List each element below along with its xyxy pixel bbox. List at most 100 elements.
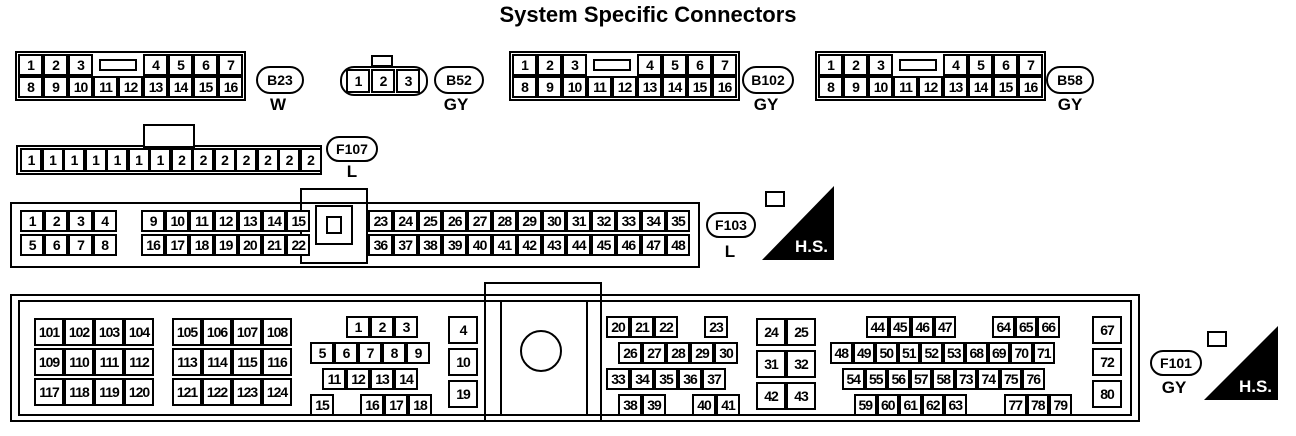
page-title: System Specific Connectors: [499, 2, 797, 27]
pin-cell: 23: [704, 316, 728, 338]
pin-cell: 17: [384, 394, 408, 416]
pin-cell: 21: [262, 234, 287, 256]
pin-cell: 6: [193, 54, 218, 76]
pin-cell: 114: [202, 348, 232, 376]
pin-cell: 77: [1004, 394, 1027, 416]
pin-cell: 70: [1010, 342, 1033, 364]
pin-cell: 4: [448, 316, 478, 344]
pin-cell: 42: [756, 382, 786, 410]
connector-id-label: B52: [434, 66, 484, 94]
pin-cell: 107: [232, 318, 262, 346]
pin-cell: 6: [687, 54, 712, 76]
pin-cell: 45: [591, 234, 616, 256]
pin-cell: 43: [541, 234, 567, 256]
wire-color-label: GY: [1161, 378, 1187, 397]
pin-cell: 10: [68, 76, 93, 98]
pin-cell: 26: [442, 210, 468, 232]
pin-cell: 6: [334, 342, 358, 364]
pin-cell: 48: [665, 234, 691, 256]
pin-cell: 12: [118, 76, 143, 98]
pin-cell: 12: [346, 368, 370, 390]
pin-cell: 110: [64, 348, 94, 376]
pin-cell: 71: [1032, 342, 1055, 364]
harness-side-icon: H.S.: [762, 186, 834, 260]
pin-cell: 16: [1018, 76, 1043, 98]
pin-cell: 2: [371, 69, 395, 93]
svg-text:H.S.: H.S.: [795, 237, 828, 256]
pin-cell: 15: [687, 76, 712, 98]
pin-cell: 48: [830, 342, 853, 364]
pin-cell: 1: [106, 148, 128, 172]
pin-cell: 2: [278, 148, 300, 172]
pin-cell: 4: [637, 54, 662, 76]
connector-center-post: [500, 300, 588, 416]
pin-cell: 1: [18, 54, 43, 76]
pin-cell: 72: [1092, 348, 1122, 376]
pin-cell: 61: [899, 394, 922, 416]
pin-cell: 43: [786, 382, 816, 410]
pin-cell: 123: [232, 378, 262, 406]
pin-cell: 20: [237, 234, 262, 256]
pin-cell: 102: [64, 318, 94, 346]
connector-key: [99, 59, 137, 71]
pin-cell: 22: [654, 316, 678, 338]
pin-cell: 1: [512, 54, 537, 76]
pin-cell: 30: [714, 342, 738, 364]
pin-cell: 1: [149, 148, 171, 172]
pin-cell: 1: [63, 148, 85, 172]
pin-cell: 6: [44, 234, 69, 256]
pin-cell: 2: [256, 148, 279, 172]
pin-cell: 75: [999, 368, 1022, 390]
pin-cell: 80: [1092, 380, 1122, 408]
pin-cell: 37: [702, 368, 726, 390]
pin-cell: 74: [977, 368, 1000, 390]
pin-cell: 19: [448, 380, 478, 408]
pin-cell: 18: [189, 234, 214, 256]
pin-cell: 67: [1092, 316, 1122, 344]
pin-cell: 112: [124, 348, 154, 376]
connector-key: [593, 59, 631, 71]
pin-cell: 12: [918, 76, 943, 98]
pin-cell: 2: [537, 54, 562, 76]
pin-cell: 15: [193, 76, 218, 98]
pin-cell: 113: [172, 348, 202, 376]
pin-cell: 2: [192, 148, 214, 172]
svg-text:H.S.: H.S.: [1239, 377, 1272, 396]
pin-cell: 24: [392, 210, 418, 232]
pin-cell: 34: [630, 368, 654, 390]
pin-cell: 15: [993, 76, 1018, 98]
pin-cell: 4: [943, 54, 968, 76]
connector-center-hole: [326, 216, 342, 234]
pin-cell: 115: [232, 348, 262, 376]
pin-cell: 1: [127, 148, 150, 172]
pin-cell: 65: [1014, 316, 1037, 338]
pin-cell: 2: [235, 148, 257, 172]
pin-cell: 32: [786, 350, 816, 378]
pin-cell: 5: [310, 342, 334, 364]
pin-cell: 59: [854, 394, 877, 416]
pin-cell: 41: [492, 234, 517, 256]
pin-cell: 69: [987, 342, 1010, 364]
pin-cell: 109: [34, 348, 64, 376]
pin-cell: 26: [618, 342, 642, 364]
connector-id-label: F103: [706, 212, 756, 238]
pin-cell: 20: [606, 316, 630, 338]
pin-cell: 7: [358, 342, 382, 364]
pin-cell: 12: [213, 210, 238, 232]
pin-cell: 8: [18, 76, 43, 98]
pin-cell: 6: [993, 54, 1018, 76]
pin-cell: 44: [566, 234, 592, 256]
harness-side-icon: H.S.: [1204, 326, 1278, 400]
pin-cell: 103: [94, 318, 124, 346]
pin-cell: 3: [394, 316, 418, 338]
pin-cell: 51: [897, 342, 920, 364]
pin-cell: 10: [562, 76, 587, 98]
pin-cell: 13: [237, 210, 262, 232]
wire-color-label: GY: [753, 95, 779, 114]
pin-cell: 13: [143, 76, 168, 98]
wire-color-label: W: [269, 95, 287, 114]
pin-cell: 33: [606, 368, 630, 390]
pin-cell: 39: [642, 394, 666, 416]
pin-cell: 28: [492, 210, 517, 232]
connector-id-label: B102: [742, 66, 794, 94]
